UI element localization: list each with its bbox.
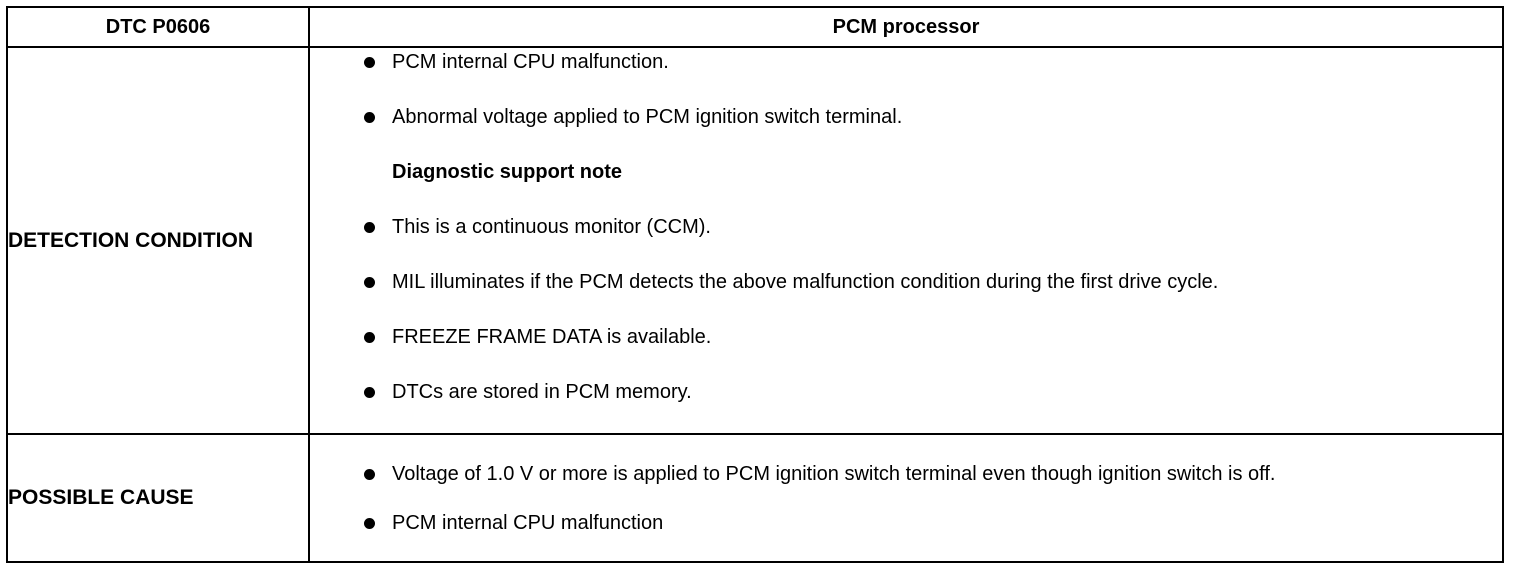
list-item-text: PCM internal CPU malfunction. — [392, 51, 669, 73]
list-item-text: Abnormal voltage applied to PCM ignition… — [392, 106, 903, 128]
dtc-title-header: PCM processor — [308, 6, 1504, 48]
detection-list: PCM internal CPU malfunction. Abnormal v… — [310, 48, 1502, 406]
list-item: PCM internal CPU malfunction — [310, 509, 1502, 537]
list-item-text: FREEZE FRAME DATA is available. — [392, 326, 712, 348]
bullet-icon — [364, 468, 375, 480]
bullet-icon — [364, 387, 375, 398]
diagnostic-support-note-heading: Diagnostic support note — [392, 161, 622, 183]
list-item-text: DTCs are stored in PCM memory. — [392, 381, 692, 403]
bullet-icon — [364, 222, 375, 233]
list-item: This is a continuous monitor (CCM). — [310, 213, 1502, 241]
bullet-icon — [364, 277, 375, 288]
header-row: DTC P0606 PCM processor — [6, 6, 1504, 48]
list-item-text: PCM internal CPU malfunction — [392, 511, 664, 534]
list-item-text: Voltage of 1.0 V or more is applied to P… — [392, 462, 1276, 485]
bullet-icon — [364, 517, 375, 529]
detection-condition-content: PCM internal CPU malfunction. Abnormal v… — [308, 46, 1504, 435]
possible-cause-row: POSSIBLE CAUSE Voltage of 1.0 V or more … — [6, 433, 1504, 563]
detection-condition-label: DETECTION CONDITION — [6, 46, 310, 435]
cause-list: Voltage of 1.0 V or more is applied to P… — [310, 460, 1502, 537]
list-item-text: MIL illuminates if the PCM detects the a… — [392, 271, 1219, 293]
list-item: FREEZE FRAME DATA is available. — [310, 323, 1502, 351]
list-item: PCM internal CPU malfunction. — [310, 48, 1502, 76]
dtc-table: DTC P0606 PCM processor DETECTION CONDIT… — [6, 6, 1504, 563]
possible-cause-label: POSSIBLE CAUSE — [6, 433, 310, 563]
detection-condition-row: DETECTION CONDITION PCM internal CPU mal… — [6, 46, 1504, 435]
list-item-text: This is a continuous monitor (CCM). — [392, 216, 711, 238]
bullet-icon — [364, 57, 375, 68]
bullet-icon — [364, 332, 375, 343]
bullet-icon — [364, 112, 375, 123]
dtc-code-header: DTC P0606 — [6, 6, 310, 48]
possible-cause-content: Voltage of 1.0 V or more is applied to P… — [308, 433, 1504, 563]
list-item: DTCs are stored in PCM memory. — [310, 378, 1502, 406]
list-item: Voltage of 1.0 V or more is applied to P… — [310, 460, 1502, 488]
list-item: Abnormal voltage applied to PCM ignition… — [310, 103, 1502, 131]
list-item: MIL illuminates if the PCM detects the a… — [310, 268, 1502, 296]
